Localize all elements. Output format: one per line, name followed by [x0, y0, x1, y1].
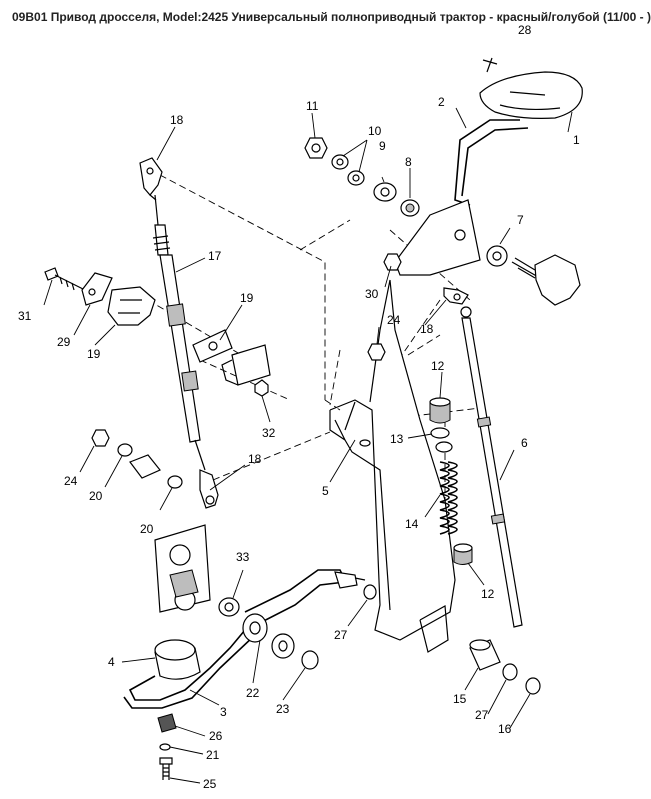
throttle-rod	[460, 306, 523, 628]
washer-33	[218, 597, 240, 617]
roller-22	[242, 613, 268, 643]
callout-labels: 1 2 28 3 4 5 6 7 8 9 10 11 12 12 13 14 1…	[18, 23, 580, 791]
bracket-32	[221, 344, 271, 397]
callout-24-left: 24	[64, 474, 78, 488]
bolt-31	[44, 267, 86, 291]
spring-cup-12-upper	[429, 397, 451, 424]
washer-20b	[167, 475, 183, 489]
callout-20-upper: 20	[89, 489, 103, 503]
plate-29	[81, 272, 113, 306]
bushing-8	[400, 199, 420, 217]
callout-3: 3	[220, 705, 227, 719]
pedal-mount-block	[154, 524, 211, 613]
callout-22: 22	[246, 686, 260, 700]
callout-24-right: 24	[387, 313, 401, 327]
callout-18-top: 18	[170, 113, 184, 127]
callout-19-right: 19	[240, 291, 254, 305]
throttle-lever	[394, 119, 529, 276]
nut-11	[304, 137, 328, 159]
callout-1: 1	[573, 133, 580, 147]
clamp-19-left	[107, 286, 156, 326]
nut-24-left	[91, 429, 110, 447]
callout-33: 33	[236, 550, 250, 564]
callout-26: 26	[209, 729, 223, 743]
washer-27-left	[363, 584, 377, 600]
pedal-rod	[123, 569, 366, 709]
callout-10: 10	[368, 124, 382, 138]
nut-30	[383, 253, 402, 271]
plate-20	[129, 454, 161, 479]
callout-17: 17	[208, 249, 222, 263]
spring-14	[439, 461, 458, 535]
callout-2: 2	[438, 95, 445, 109]
washer-10a	[331, 154, 349, 170]
block-26	[157, 713, 177, 733]
washer-10b	[347, 170, 365, 186]
washer-21	[159, 743, 171, 751]
callout-28: 28	[518, 23, 532, 37]
ball-joint-18-top	[139, 157, 163, 201]
callout-4: 4	[108, 655, 115, 669]
bushing-15	[469, 639, 501, 671]
washer-13b	[435, 441, 453, 453]
callout-19-left: 19	[87, 347, 101, 361]
callout-9: 9	[379, 139, 386, 153]
throttle-cable	[152, 194, 206, 471]
callout-15: 15	[453, 692, 467, 706]
clamp-19-right	[192, 329, 233, 363]
callout-32: 32	[262, 426, 276, 440]
leader-lines	[43, 107, 573, 784]
callout-14: 14	[405, 517, 419, 531]
callout-20-lower: 20	[140, 522, 154, 536]
clip-23	[301, 650, 319, 670]
thumbscrew-knob	[486, 245, 581, 306]
callout-25: 25	[203, 777, 217, 791]
callout-8: 8	[405, 155, 412, 169]
washer-9	[373, 182, 397, 202]
clip-16	[525, 677, 541, 695]
spring-cup-12-lower	[453, 543, 473, 565]
washer-22	[271, 633, 295, 659]
callout-16: 16	[498, 722, 512, 736]
callout-23: 23	[276, 702, 290, 716]
knob-screw	[482, 57, 498, 73]
callout-31: 31	[18, 309, 32, 323]
bolt-25	[159, 757, 173, 780]
diagram-title: 09B01 Привод дросселя, Model:2425 Универ…	[12, 10, 651, 24]
callout-12-upper: 12	[431, 359, 445, 373]
callout-11: 11	[306, 99, 319, 113]
callout-30: 30	[365, 287, 379, 301]
mounting-bracket	[329, 279, 456, 653]
washer-27-right	[502, 663, 518, 681]
callout-18-right: 18	[420, 322, 434, 336]
callout-6: 6	[521, 436, 528, 450]
callout-29: 29	[57, 335, 71, 349]
callout-18-bottom: 18	[248, 452, 262, 466]
washer-13a	[430, 427, 450, 439]
callout-27-left: 27	[334, 628, 348, 642]
callout-5: 5	[322, 484, 329, 498]
throttle-linkage-diagram: 1 2 28 3 4 5 6 7 8 9 10 11 12 12 13 14 1…	[18, 23, 583, 791]
callout-12-lower: 12	[481, 587, 495, 601]
foot-pad	[154, 639, 201, 680]
throttle-knob	[479, 71, 583, 119]
callout-21: 21	[206, 748, 220, 762]
washer-20a	[117, 443, 133, 457]
callout-27-right: 27	[475, 708, 489, 722]
ball-joint-18-bottom	[199, 469, 219, 509]
nut-24-upper	[367, 343, 386, 361]
callout-13: 13	[390, 432, 404, 446]
callout-7: 7	[517, 213, 524, 227]
ball-joint-18-right	[443, 287, 469, 305]
